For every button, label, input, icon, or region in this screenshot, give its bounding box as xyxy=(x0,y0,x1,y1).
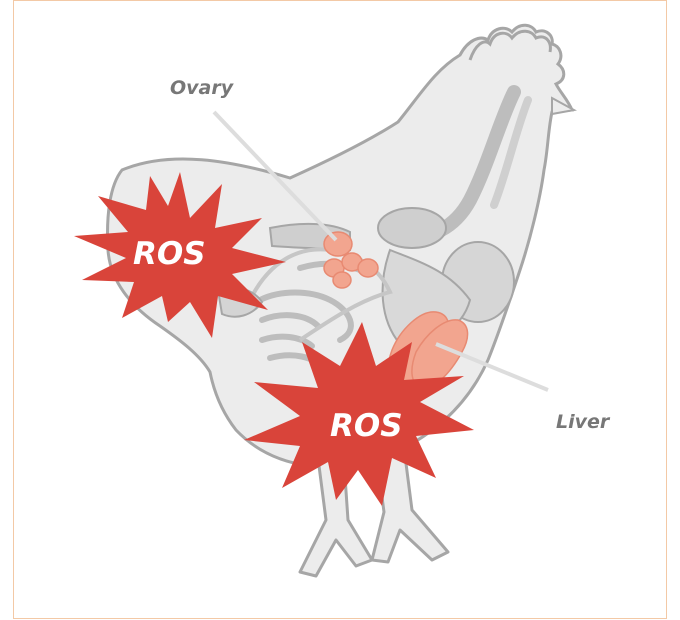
ros-burst-left-text: ROS xyxy=(133,236,206,272)
ros-burst-bottom-text: ROS xyxy=(330,408,403,444)
crop xyxy=(378,208,446,248)
ovary-label: Ovary xyxy=(170,77,235,99)
liver-label: Liver xyxy=(556,411,611,433)
